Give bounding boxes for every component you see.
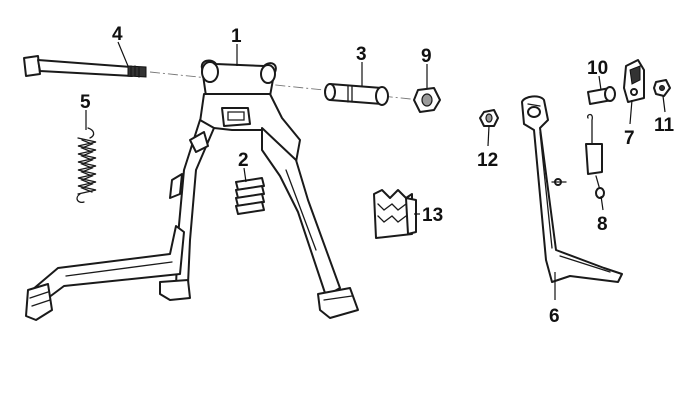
callout-8: 8 [597,214,608,235]
callout-7: 7 [624,128,635,149]
leader-line-12 [487,125,490,147]
callout-12: 12 [477,150,498,171]
leader-line-10 [598,75,602,91]
side-stand-icon [521,95,623,283]
callout-1: 1 [231,26,242,47]
rubber-stopper-icon [373,189,417,239]
callout-2: 2 [238,150,249,171]
callout-4: 4 [112,24,123,45]
nut-icon-11 [653,79,671,97]
spring-icon-5 [76,127,97,204]
callout-labels: 1 2 3 4 5 6 7 8 9 10 11 12 13 [80,24,675,327]
main-stand-icon [25,59,359,321]
leader-line-8 [600,195,604,211]
callout-10: 10 [587,58,608,79]
callout-9: 9 [421,46,432,67]
collar-icon [324,83,389,106]
leader-lines [85,41,666,300]
nut-icon-9 [413,87,441,113]
bracket-icon [623,59,645,103]
spring-icon-8 [585,113,605,199]
bolt-icon-10 [587,86,616,105]
leader-line-11 [662,95,666,113]
leader-line-7 [629,99,633,125]
callout-5: 5 [80,92,91,113]
rubber-pad-icon [235,177,265,215]
callout-11: 11 [654,115,675,136]
callout-13: 13 [422,205,443,226]
leader-line-2 [243,167,247,183]
callout-6: 6 [549,306,560,327]
leader-line-4 [117,41,129,67]
callout-3: 3 [356,44,367,65]
long-bolt-icon [23,55,147,78]
nut-icon-12 [479,109,499,127]
